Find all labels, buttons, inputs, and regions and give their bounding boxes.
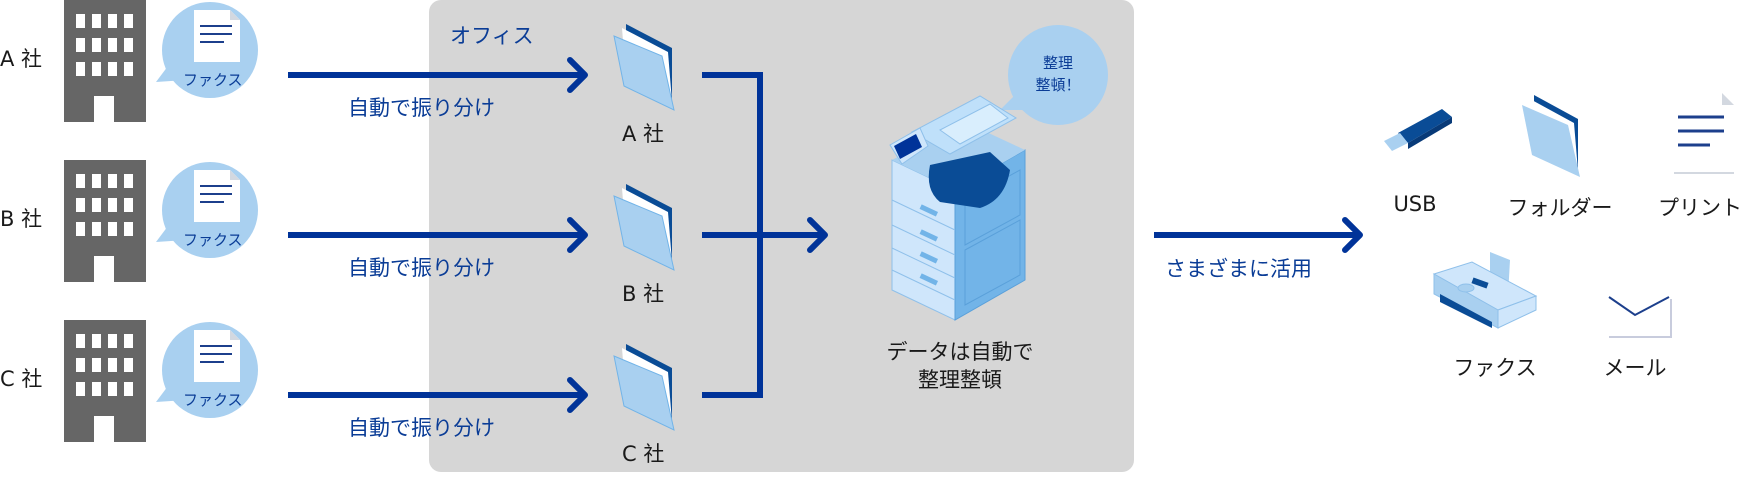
folder-label-c: C 社 (622, 442, 665, 466)
fax-bubble (156, 322, 258, 418)
document-icon (194, 10, 240, 62)
bubble-line-1: 整理 (1042, 54, 1073, 72)
company-label-c: C 社 (0, 367, 43, 391)
folder-icon-a (613, 24, 675, 111)
route-arrow-c (288, 377, 588, 413)
route-label-b: 自動で振り分け (348, 256, 495, 280)
mfp-caption-line-1: データは自動で (886, 340, 1034, 364)
building-icon (64, 160, 146, 282)
mail-icon (1608, 296, 1672, 338)
connector-arrowhead (807, 217, 828, 253)
document-icon (194, 170, 240, 222)
bubble-line-2: 整頓！ (1035, 76, 1081, 94)
usb-label: USB (1393, 192, 1437, 216)
folder-icon-c (613, 344, 675, 431)
mail-label: メール (1603, 356, 1667, 380)
route-arrow-b (288, 217, 588, 253)
folder-label: フォルダー (1507, 196, 1613, 220)
fax-machine-icon (1432, 252, 1538, 329)
route-label-c: 自動で振り分け (348, 416, 495, 440)
building-icon (64, 320, 146, 442)
route-label-a: 自動で振り分け (348, 96, 495, 120)
fax-bubble-label-b: ファクス (183, 231, 243, 249)
mfp-caption-line-2: 整理整頓 (918, 368, 1002, 392)
route-arrow-a (288, 57, 588, 93)
print-icon (1670, 93, 1734, 174)
printer-mfp-icon (889, 95, 1026, 321)
mfp-speech-bubble (1000, 25, 1108, 125)
fax-bubble (156, 2, 258, 98)
output-arrowhead (1342, 217, 1363, 253)
folder-label-b: B 社 (622, 282, 665, 306)
folder-icon (1522, 95, 1580, 177)
fax-bubble (156, 162, 258, 258)
print-label: プリント (1658, 196, 1742, 220)
company-label-b: B 社 (0, 207, 43, 231)
company-label-a: A 社 (0, 47, 43, 71)
output-arrow-label: さまざまに活用 (1165, 257, 1312, 281)
fax-bubble-label-c: ファクス (183, 391, 243, 409)
fax-machine-label: ファクス (1453, 356, 1537, 380)
folder-icon-b (613, 184, 675, 271)
office-label: オフィス (450, 24, 534, 48)
folder-label-a: A 社 (622, 122, 665, 146)
fax-bubble-label-a: ファクス (183, 71, 243, 89)
usb-icon (1384, 109, 1452, 151)
document-icon (194, 330, 240, 382)
building-icon (64, 0, 146, 122)
